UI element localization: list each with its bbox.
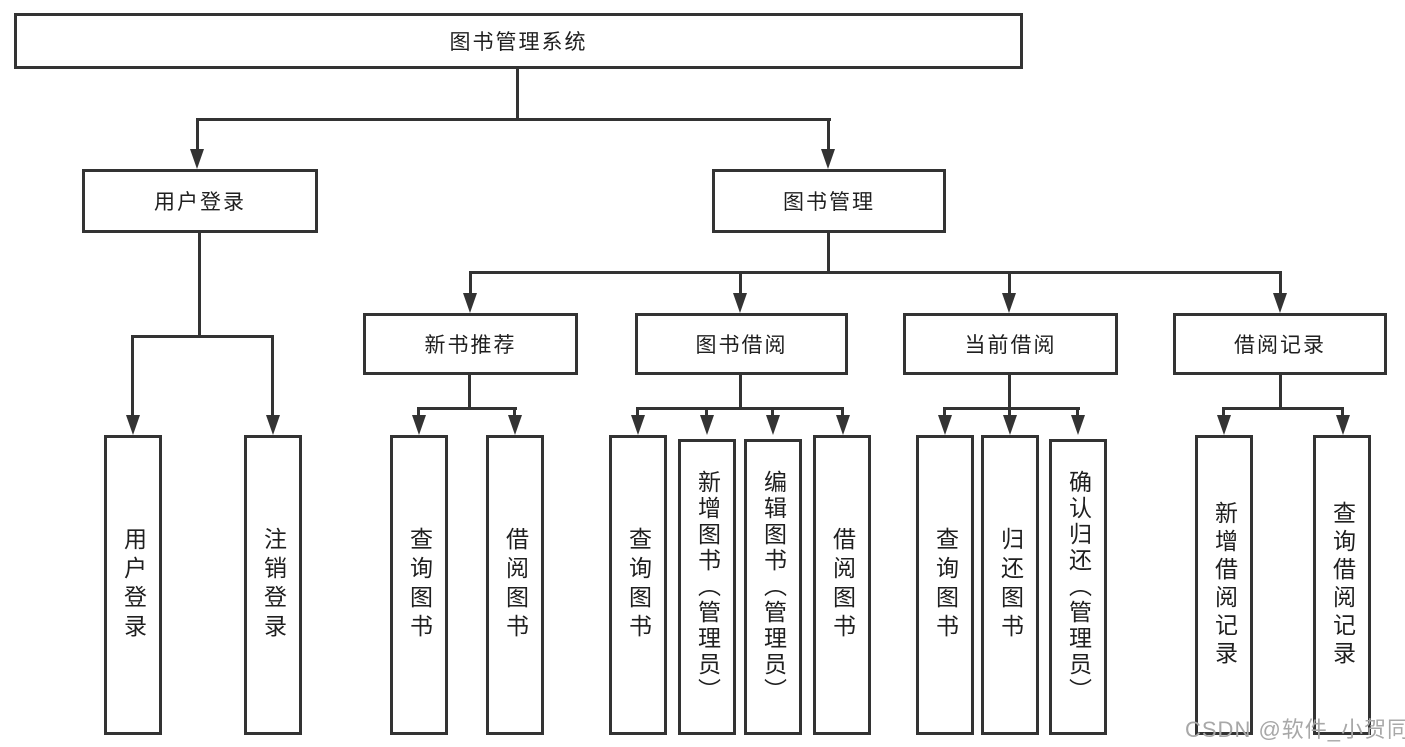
node-label: 借阅记录 — [1234, 334, 1326, 357]
connector-book-management-bar — [469, 271, 1282, 274]
leaf-borrow-book-2: 借阅图书 — [813, 435, 871, 735]
node-label: 用户登录 — [154, 191, 246, 214]
connector-drop-leaf — [1008, 407, 1011, 417]
leaf-query-book-2: 查询图书 — [609, 435, 667, 735]
arrow-down-icon — [1273, 293, 1287, 313]
connector-new-book-recommend-bar — [417, 407, 517, 410]
connector-root-bar — [197, 118, 831, 121]
connector-drop-book-management — [827, 118, 830, 152]
arrow-down-icon — [836, 415, 850, 435]
connector-drop-leaf — [417, 407, 420, 417]
leaf-query-book-1: 查询图书 — [390, 435, 448, 735]
connector-drop-leaf — [771, 407, 774, 417]
leaf-query-borrow-record: 查询借阅记录 — [1313, 435, 1371, 735]
arrow-down-icon — [766, 415, 780, 435]
leaf-add-book: 新增图书（管理员） — [678, 439, 736, 735]
connector-new-book-recommend-stem — [468, 375, 471, 410]
node-label: 借阅图书 — [502, 527, 529, 643]
node-label: 图书管理系统 — [449, 31, 588, 54]
arrow-down-icon — [508, 415, 522, 435]
leaf-logout: 注销登录 — [244, 435, 302, 735]
node-label: 新书推荐 — [424, 334, 517, 357]
arrow-down-icon — [1002, 293, 1016, 313]
node-label: 查询图书 — [406, 527, 433, 643]
leaf-user-login: 用户登录 — [104, 435, 162, 735]
leaf-add-borrow-record: 新增借阅记录 — [1195, 435, 1253, 735]
node-label: 用户登录 — [120, 527, 147, 643]
node-label: 注销登录 — [260, 527, 287, 643]
leaf-query-book-3: 查询图书 — [916, 435, 974, 735]
node-current-borrow: 当前借阅 — [903, 313, 1118, 375]
arrow-down-icon — [631, 415, 645, 435]
connector-drop-leaf — [1222, 407, 1225, 417]
arrow-down-icon — [733, 293, 747, 313]
connector-user-login-bar — [131, 335, 274, 338]
connector-drop-leaf — [636, 407, 639, 417]
node-label: 查询借阅记录 — [1329, 501, 1356, 669]
connector-drop-leaf-user-login — [131, 335, 134, 417]
arrow-down-icon — [1003, 415, 1017, 435]
connector-book-management-stem — [827, 233, 830, 274]
connector-drop-leaf-logout — [271, 335, 274, 417]
arrow-down-icon — [126, 415, 140, 435]
leaf-return-book: 归还图书 — [981, 435, 1039, 735]
node-label: 新增图书（管理员） — [694, 470, 721, 704]
csdn-watermark: CSDN @软件_小贺同学 — [1185, 717, 1405, 742]
connector-drop-borrow-record — [1279, 271, 1282, 295]
node-label: 归还图书 — [997, 527, 1024, 643]
arrow-down-icon — [1071, 415, 1085, 435]
node-root: 图书管理系统 — [14, 13, 1023, 69]
node-label: 图书管理 — [783, 191, 875, 214]
node-label: 查询图书 — [932, 527, 959, 643]
arrow-down-icon — [412, 415, 426, 435]
arrow-down-icon — [266, 415, 280, 435]
arrow-down-icon — [1336, 415, 1350, 435]
leaf-borrow-book-1: 借阅图书 — [486, 435, 544, 735]
arrow-down-icon — [938, 415, 952, 435]
leaf-edit-book: 编辑图书（管理员） — [744, 439, 802, 735]
connector-drop-leaf — [943, 407, 946, 417]
node-user-login: 用户登录 — [82, 169, 318, 233]
connector-current-borrow-bar — [943, 407, 1080, 410]
connector-drop-user-login — [196, 118, 199, 152]
connector-drop-leaf — [1341, 407, 1344, 417]
connector-borrow-record-stem — [1279, 375, 1282, 410]
node-label: 新增借阅记录 — [1211, 501, 1238, 669]
node-label: 确认归还（管理员） — [1065, 470, 1092, 704]
connector-borrow-record-bar — [1222, 407, 1344, 410]
node-label: 图书借阅 — [695, 334, 788, 357]
node-new-book-recommend: 新书推荐 — [363, 313, 578, 375]
node-label: 借阅图书 — [829, 527, 856, 643]
connector-drop-leaf — [841, 407, 844, 417]
connector-book-borrow-bar — [636, 407, 844, 410]
connector-drop-new-book-recommend — [469, 271, 472, 295]
node-label: 查询图书 — [625, 527, 652, 643]
node-book-borrow: 图书借阅 — [635, 313, 848, 375]
leaf-confirm-return: 确认归还（管理员） — [1049, 439, 1107, 735]
arrow-down-icon — [190, 149, 204, 169]
node-label: 编辑图书（管理员） — [760, 470, 787, 704]
arrow-down-icon — [1217, 415, 1231, 435]
arrow-down-icon — [463, 293, 477, 313]
connector-drop-book-borrow — [739, 271, 742, 295]
connector-user-login-stem — [198, 233, 201, 338]
connector-drop-leaf — [513, 407, 516, 417]
arrow-down-icon — [821, 149, 835, 169]
node-borrow-record: 借阅记录 — [1173, 313, 1387, 375]
connector-drop-leaf — [1076, 407, 1079, 417]
connector-root-stem — [516, 69, 519, 121]
node-book-management: 图书管理 — [712, 169, 946, 233]
connector-drop-current-borrow — [1008, 271, 1011, 295]
node-label: 当前借阅 — [964, 334, 1057, 357]
arrow-down-icon — [700, 415, 714, 435]
connector-drop-leaf — [705, 407, 708, 417]
connector-book-borrow-stem — [739, 375, 742, 410]
connector-current-borrow-stem — [1008, 375, 1011, 410]
